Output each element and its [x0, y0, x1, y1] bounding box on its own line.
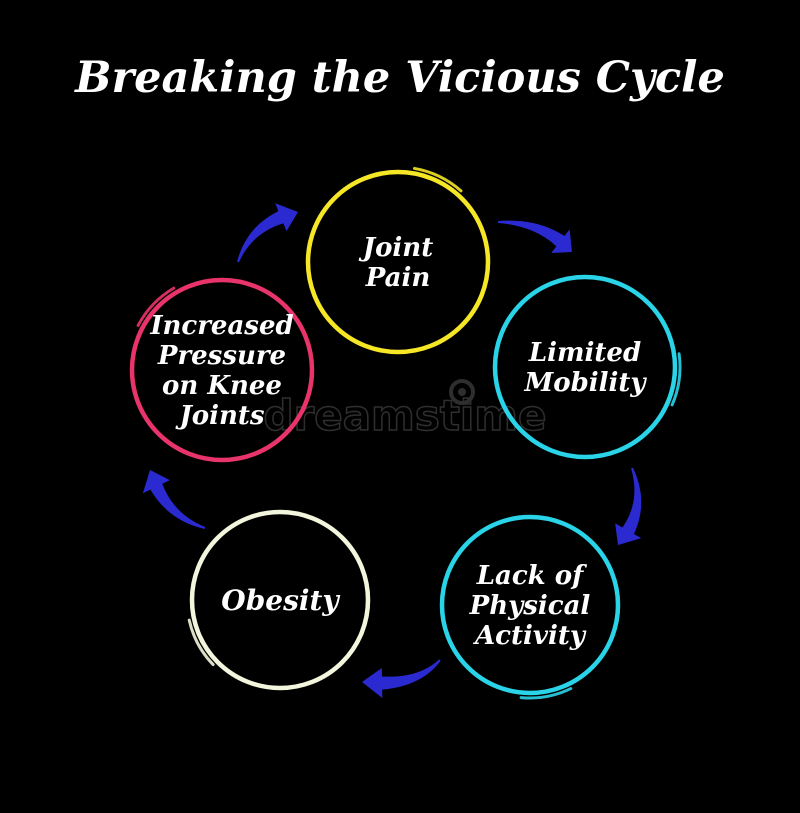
node-label-line: Lack of: [476, 561, 587, 591]
watermark-logo-dot: [458, 388, 466, 396]
cycle-arrow-icon: [362, 659, 441, 699]
node-label-line: Pressure: [157, 341, 286, 371]
node-label-line: Obesity: [221, 584, 340, 617]
node-ring: [129, 277, 315, 463]
arrow-shape: [362, 659, 441, 699]
cycle-arrow-icon: [498, 220, 572, 254]
node-label-line: Pain: [365, 263, 430, 293]
arrow-shape: [615, 467, 642, 545]
node-ring: [439, 514, 621, 696]
arrow-shape: [498, 220, 572, 254]
node-ring-stroke: [187, 618, 215, 667]
diagram-title: Breaking the Vicious Cycle: [73, 53, 725, 103]
node-label-line: Increased: [149, 311, 293, 341]
cycle-arrow-icon: [615, 467, 642, 545]
node-ring-stroke: [412, 166, 463, 193]
cycle-arrow-icon: [237, 203, 298, 263]
node-label-line: Activity: [472, 621, 587, 651]
cycle-arrows: [142, 203, 642, 699]
node-ring: [492, 274, 678, 460]
node-label-line: Mobility: [523, 368, 647, 398]
node-label-line: Joint: [358, 233, 433, 263]
arrow-shape: [142, 470, 206, 529]
node-ring: [189, 509, 371, 691]
node-ring: [305, 169, 491, 355]
node-obesity: Obesity: [187, 509, 371, 691]
arrow-shape: [237, 203, 298, 263]
node-label-line: Physical: [469, 591, 591, 621]
node-ring-stroke: [136, 286, 176, 327]
node-label-line: Limited: [528, 338, 641, 368]
node-ring-stroke: [519, 687, 573, 700]
cycle-arrow-icon: [142, 470, 206, 529]
watermark-logo-icon: [449, 379, 475, 405]
node-label-line: on Knee: [162, 371, 282, 401]
node-label-line: Joints: [174, 401, 264, 431]
node-ring-stroke: [670, 352, 682, 407]
